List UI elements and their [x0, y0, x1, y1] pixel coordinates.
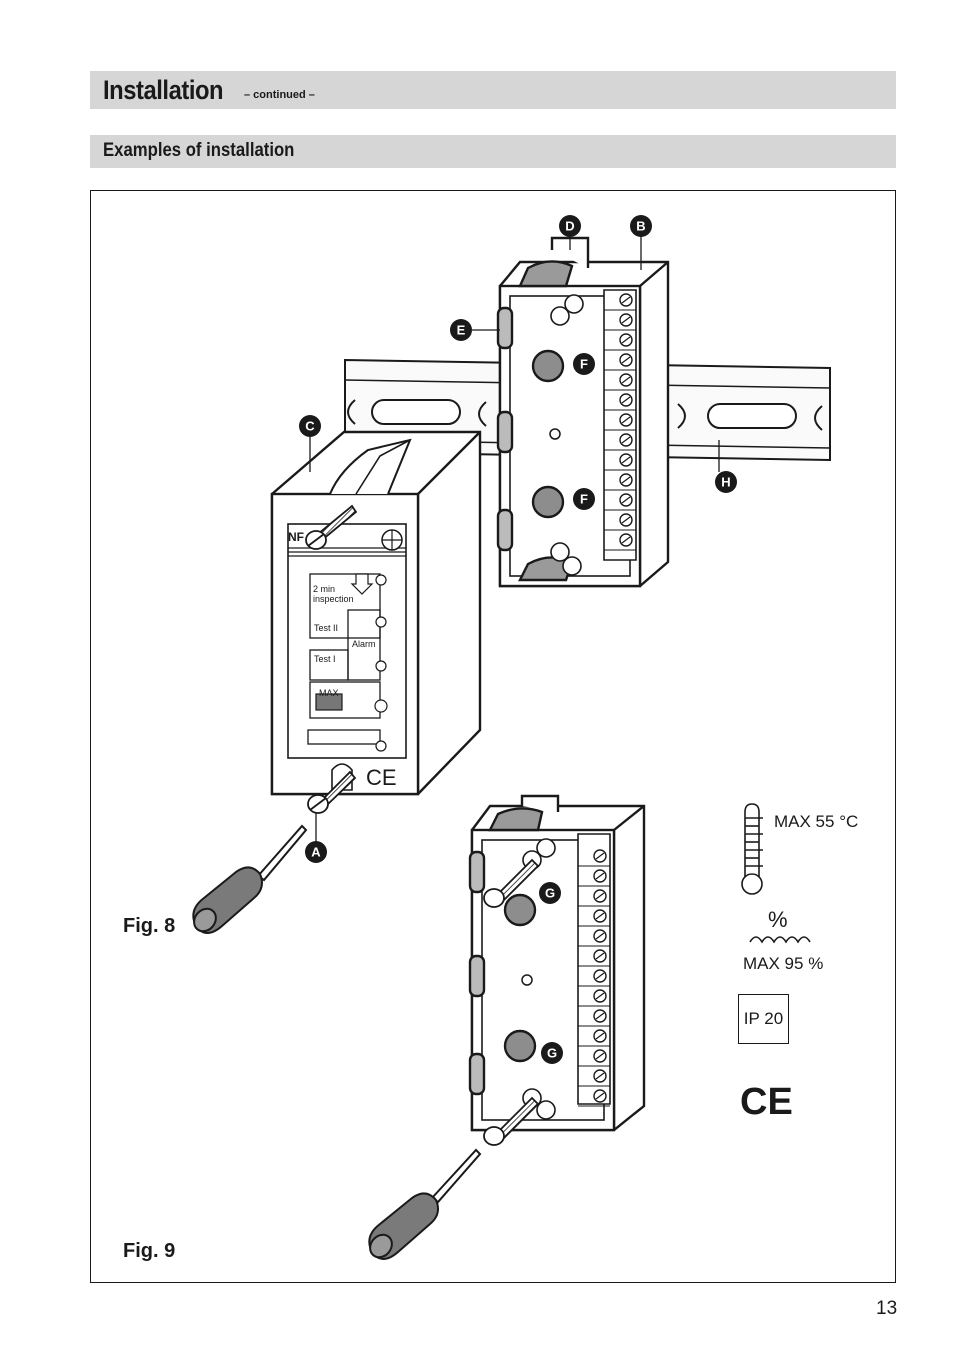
svg-text:F: F	[580, 357, 588, 372]
detector-device	[270, 430, 482, 796]
terminal-slot	[595, 1092, 605, 1100]
terminal-slot	[595, 972, 605, 980]
terminal-slot	[595, 952, 605, 960]
terminal-slot	[621, 536, 631, 544]
figure-8-label: Fig. 8	[123, 915, 176, 937]
svg-text:B: B	[636, 219, 645, 234]
callout-a: A	[305, 841, 327, 863]
callout-g-top: G	[539, 882, 561, 904]
section-title: Examples of installation	[103, 140, 295, 161]
terminal-slot	[595, 892, 605, 900]
terminal-slot	[595, 852, 605, 860]
max-label: MAX	[319, 688, 339, 698]
test2-label: Test II	[314, 623, 338, 633]
terminal-slot	[621, 416, 631, 424]
test1-label: Test I	[314, 654, 336, 664]
terminal-slot	[621, 436, 631, 444]
callout-leaders	[309, 236, 720, 842]
terminal-slot	[621, 456, 631, 464]
page-subtitle: – continued –	[244, 89, 315, 101]
terminal-slot	[621, 516, 631, 524]
terminal-slot	[595, 912, 605, 920]
svg-text:G: G	[545, 886, 555, 901]
screwdriver-fig9	[368, 1148, 482, 1260]
alarm-label: Alarm	[352, 639, 376, 649]
callout-c: C	[299, 415, 321, 437]
terminal-slot	[595, 1012, 605, 1020]
terminal-slot	[595, 1072, 605, 1080]
screwdriver-fig8	[192, 824, 308, 934]
svg-text:F: F	[580, 492, 588, 507]
screw-top	[305, 504, 358, 550]
terminal-slot	[621, 396, 631, 404]
humidity-symbol: %	[768, 907, 788, 932]
terminals-base-top	[604, 293, 636, 551]
terminal-slot	[595, 1032, 605, 1040]
base-on-rail	[496, 236, 670, 588]
ip-rating: IP 20	[738, 994, 789, 1044]
temperature-spec: MAX 55 °C	[774, 812, 859, 831]
thermometer-icon	[741, 803, 763, 895]
callout-h: H	[715, 471, 737, 493]
terminal-slot	[595, 932, 605, 940]
device-ce-mark: CE	[366, 765, 397, 790]
svg-text:E: E	[457, 323, 466, 338]
svg-text:G: G	[547, 1046, 557, 1061]
callout-d: D	[559, 215, 581, 237]
header-bar	[90, 71, 896, 109]
terminal-slot	[621, 356, 631, 364]
figure-frame	[90, 190, 896, 1283]
terminal-slot	[621, 376, 631, 384]
terminal-slot	[621, 336, 631, 344]
page-number: 13	[876, 1298, 898, 1319]
terminal-slot	[595, 992, 605, 1000]
callout-b: B	[630, 215, 652, 237]
inspection-label-line2: inspection	[313, 594, 354, 604]
inspection-label-line1: 2 min	[313, 584, 335, 594]
svg-text:H: H	[721, 475, 730, 490]
callout-g-bottom: G	[541, 1042, 563, 1064]
callout-f-top: F	[573, 353, 595, 375]
terminal-slot	[595, 872, 605, 880]
humidity-spec: MAX 95 %	[743, 954, 824, 973]
screw-g-bottom	[483, 1096, 540, 1146]
terminal-slot	[621, 476, 631, 484]
humidity-icon	[749, 936, 811, 944]
callout-e: E	[450, 319, 472, 341]
screw-bottom	[307, 770, 357, 814]
section-bar	[90, 135, 896, 168]
callout-f-bottom: F	[573, 488, 595, 510]
terminal-slot	[621, 496, 631, 504]
terminal-slot	[621, 296, 631, 304]
terminals-base-lower	[578, 849, 610, 1107]
base-lower	[468, 794, 646, 1132]
screw-g-top	[483, 858, 540, 908]
svg-text:D: D	[565, 219, 574, 234]
svg-text:C: C	[305, 419, 315, 434]
terminal-slot	[595, 1052, 605, 1060]
ce-mark: CE	[740, 1081, 793, 1123]
terminal-slot	[621, 316, 631, 324]
page-title: Installation	[103, 75, 224, 105]
svg-text:A: A	[311, 845, 321, 860]
figure-9-label: Fig. 9	[123, 1240, 176, 1262]
